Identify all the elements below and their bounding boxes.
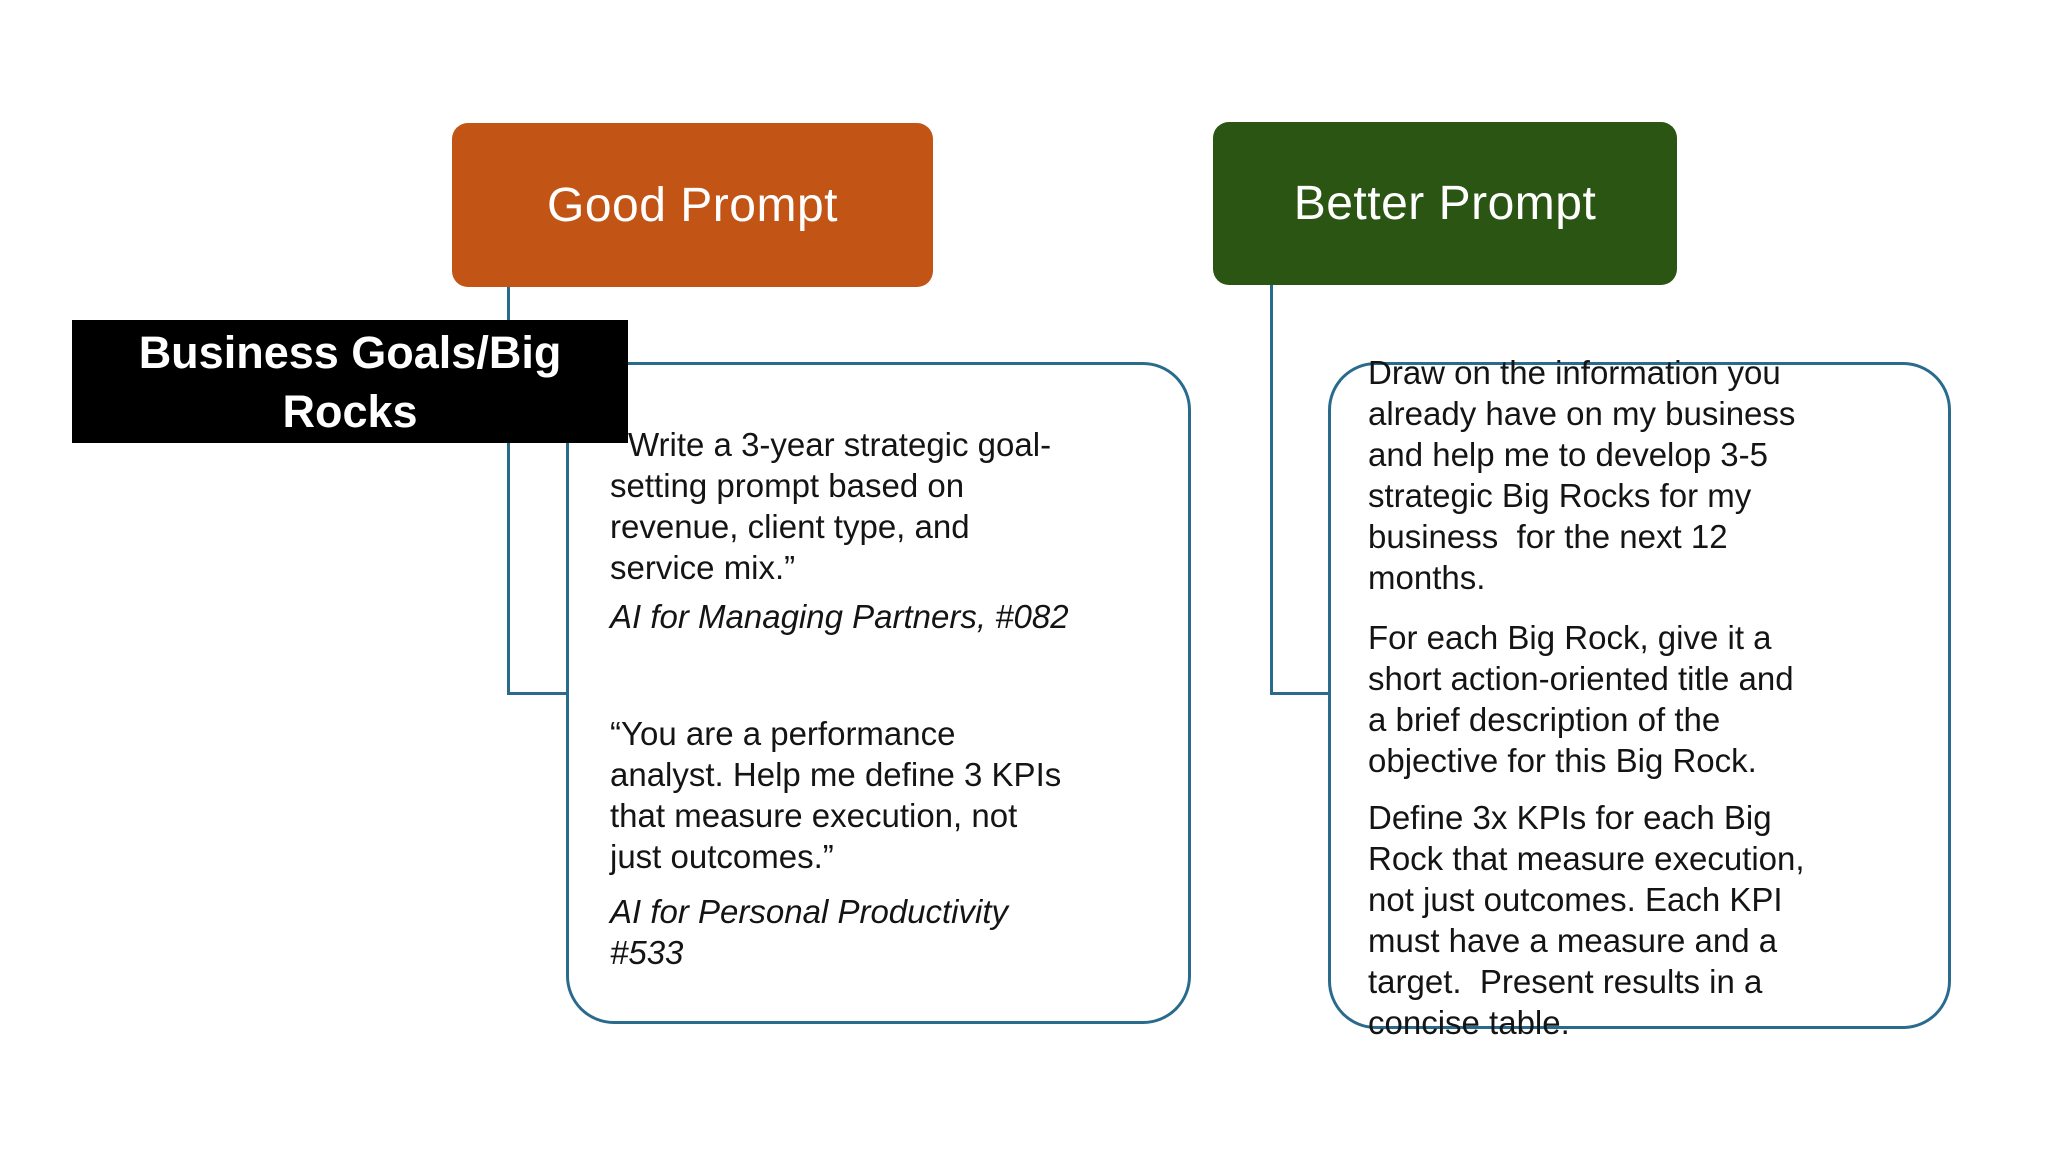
connector-good-horizontal xyxy=(507,692,566,695)
good-prompt-text-block: Write a 3-year strategic goal- setting p… xyxy=(610,424,1170,973)
good-citation-2: AI for Personal Productivity #533 xyxy=(610,893,1008,971)
good-prompt-panel: Write a 3-year strategic goal- setting p… xyxy=(566,362,1191,1024)
good-prompt-header: Good Prompt xyxy=(452,123,933,287)
good-quote-2: “You are a performance analyst. Help me … xyxy=(610,715,1062,875)
better-prompt-panel: Draw on the information you already have… xyxy=(1328,354,1951,1041)
good-citation-1: AI for Managing Partners, #082 xyxy=(610,598,1069,635)
good-prompt-header-label: Good Prompt xyxy=(547,178,838,232)
better-paragraph-3: Define 3x KPIs for each Big Rock that me… xyxy=(1368,799,1805,1041)
connector-better-horizontal xyxy=(1270,692,1328,695)
good-quote-1: Write a 3-year strategic goal- setting p… xyxy=(610,426,1052,586)
category-label-text: Business Goals/Big Rocks xyxy=(138,326,562,437)
better-prompt-header-label: Better Prompt xyxy=(1293,177,1597,230)
better-paragraph-2: For each Big Rock, give it a short actio… xyxy=(1368,619,1794,779)
connector-better-vertical xyxy=(1270,284,1273,695)
better-paragraph-1: Draw on the information you already have… xyxy=(1368,354,1796,596)
connector-good-vertical xyxy=(507,285,510,695)
better-prompt-text-block: Draw on the information you already have… xyxy=(1368,352,1938,1043)
better-prompt-header: Better Prompt xyxy=(1213,122,1677,285)
category-label: Business Goals/Big Rocks xyxy=(72,320,628,443)
